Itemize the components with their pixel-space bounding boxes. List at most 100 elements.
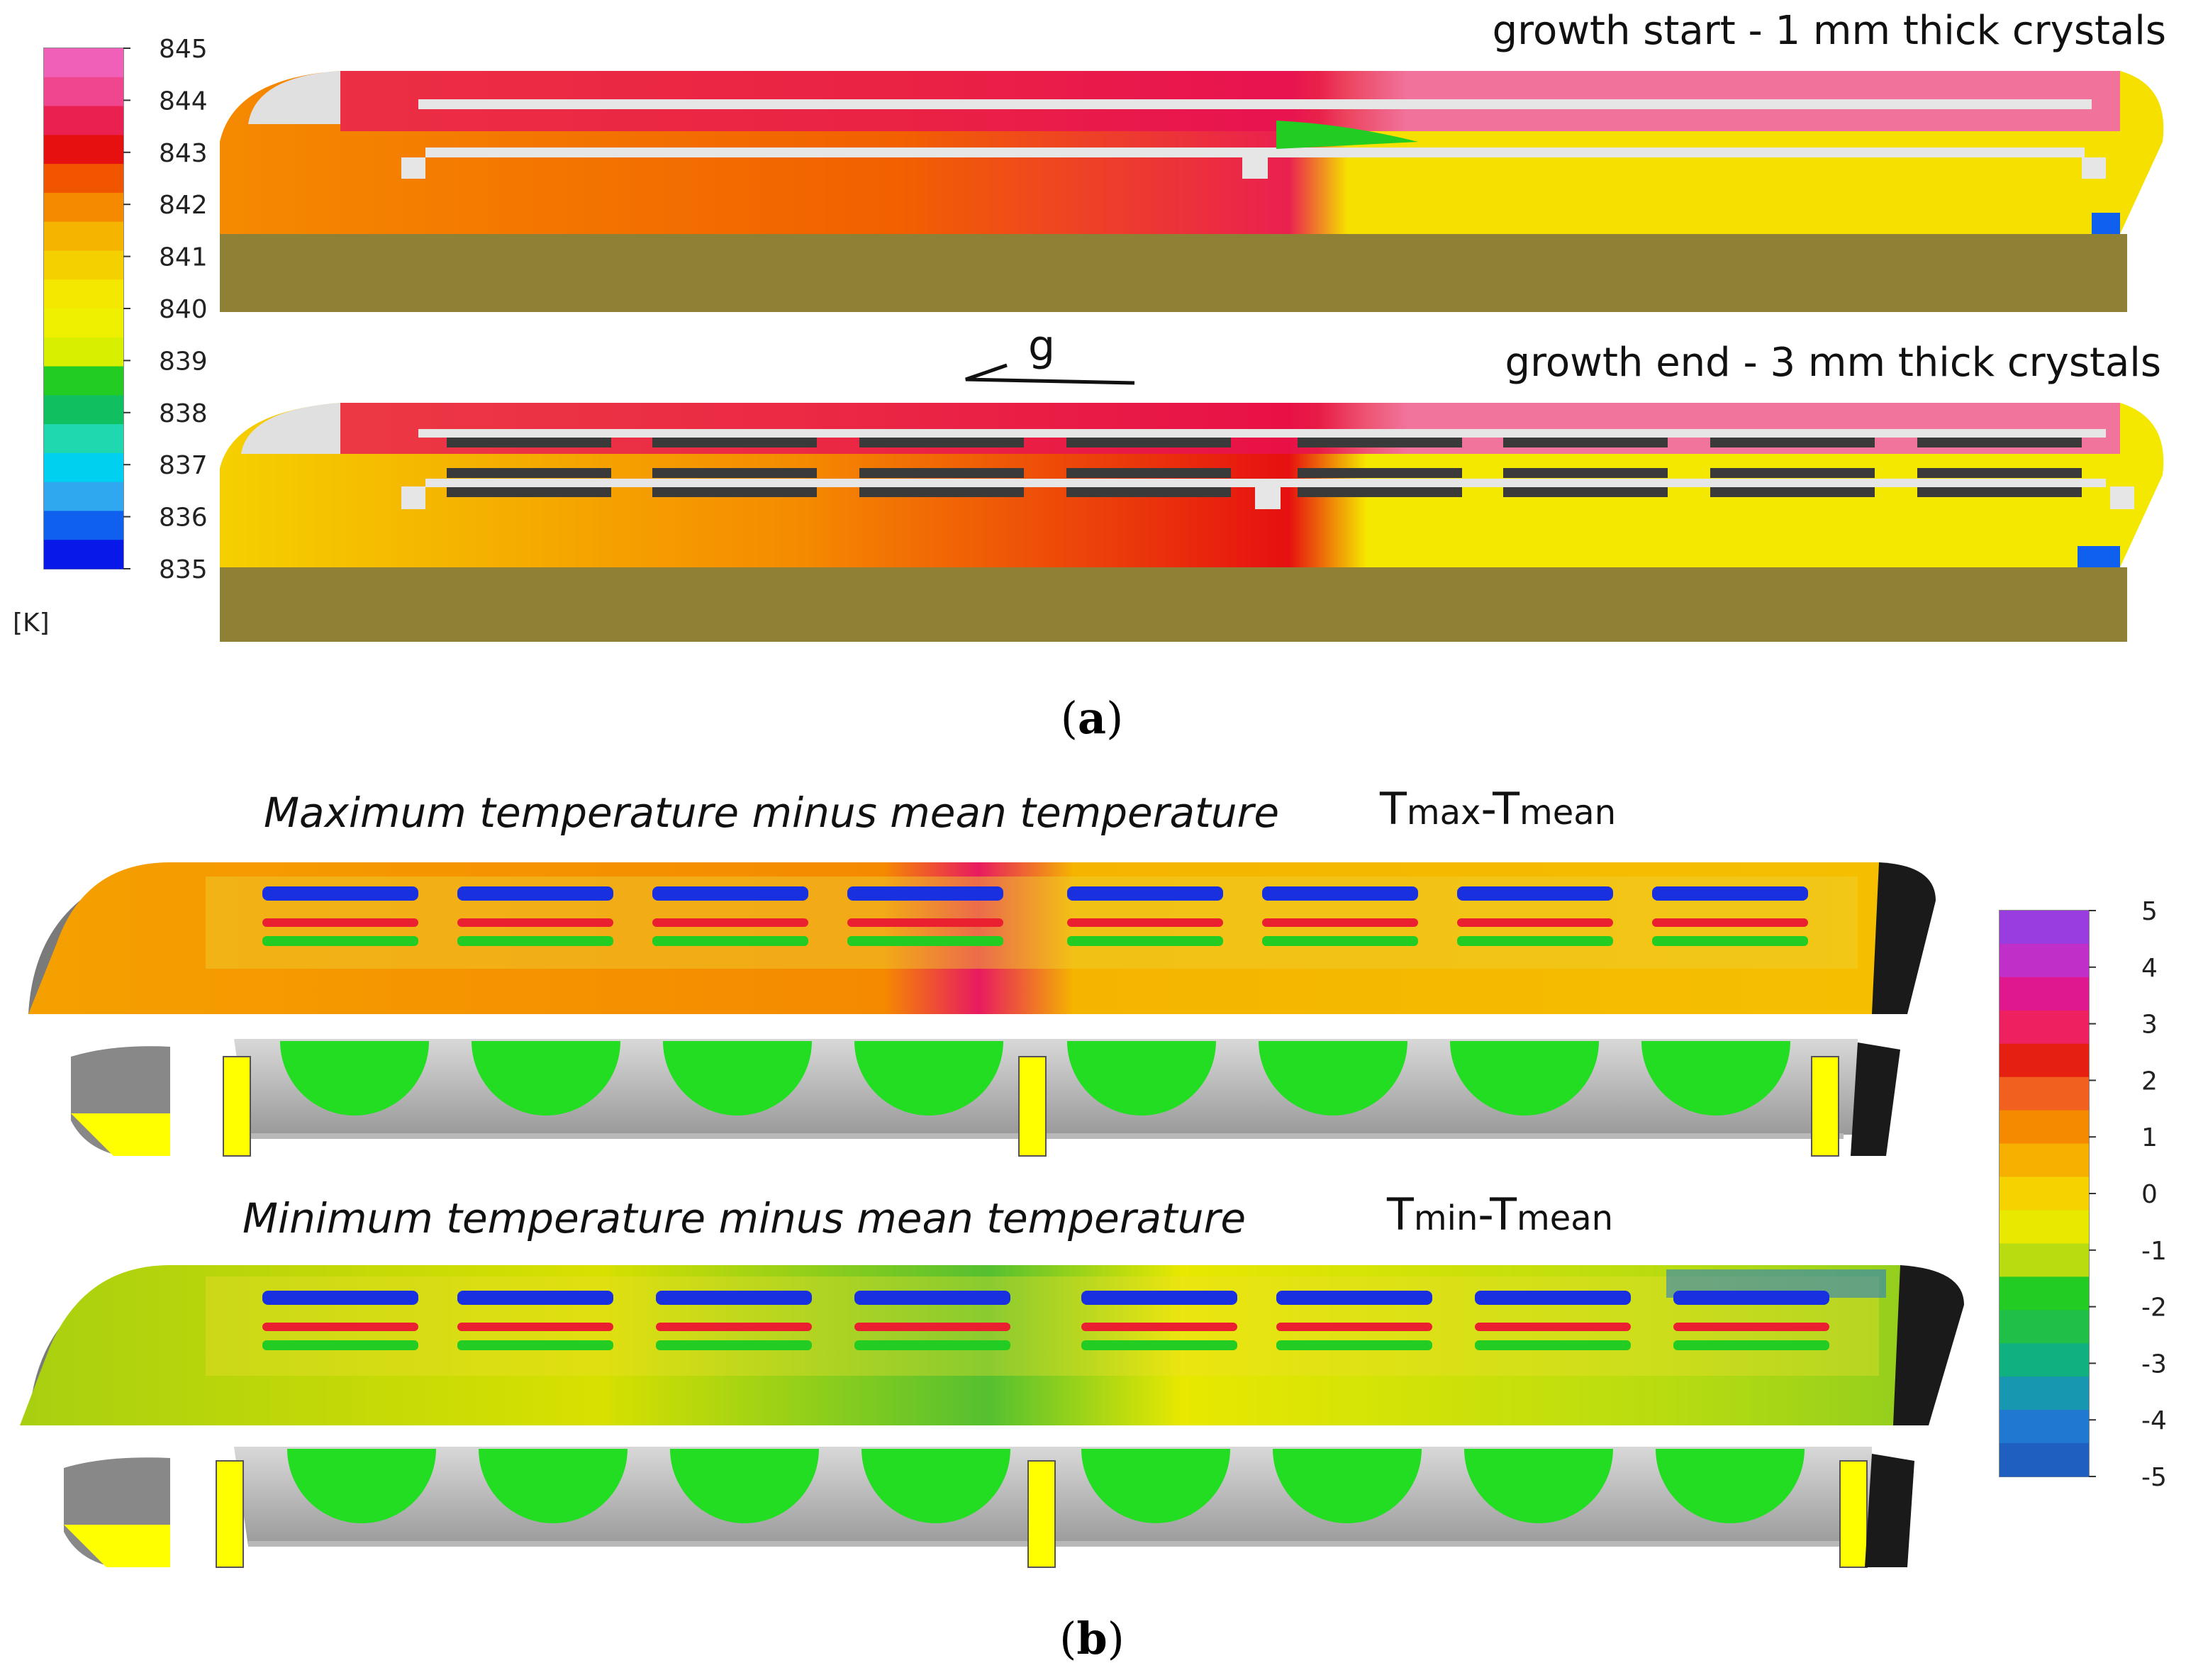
crystal-red xyxy=(262,918,418,927)
colorbar-band xyxy=(44,337,123,367)
colorbar-tick-label: 841 xyxy=(159,243,208,272)
colorbar-tick-label: -5 xyxy=(2141,1463,2167,1492)
crystal-dome xyxy=(1450,1041,1599,1116)
crystal-green xyxy=(457,936,613,946)
sim-a1-rail-mid xyxy=(425,148,2085,157)
colorbar-band xyxy=(2000,1343,2089,1377)
reactor-tmin-foot-right xyxy=(1865,1454,1914,1567)
panel-a-top-title: growth start - 1 mm thick crystals xyxy=(1493,8,2166,54)
crystal-blue xyxy=(1673,1291,1829,1305)
gravity-indicator: g xyxy=(965,321,1135,385)
crystal-red xyxy=(1457,918,1613,927)
sim-growth-end xyxy=(220,403,2164,642)
reactor-tmin-right-end xyxy=(1893,1265,1964,1425)
sim-a2-blue-tip xyxy=(2078,546,2120,567)
panel-a-bottom-title: growth end - 3 mm thick crystals xyxy=(1505,340,2161,386)
crystal-red xyxy=(1067,918,1223,927)
sim-a1-block-right xyxy=(2082,157,2106,179)
crystal-green xyxy=(262,1340,418,1350)
crystal-dome xyxy=(1259,1041,1407,1116)
crystal-blue xyxy=(1081,1291,1237,1305)
colorbar-tick-label: 843 xyxy=(159,139,208,168)
colorbar-band xyxy=(2000,977,2089,1011)
crystal-plate xyxy=(652,438,817,447)
crystal-green xyxy=(1067,936,1223,946)
crystal-red xyxy=(457,918,613,927)
sim-a2-cap-left xyxy=(241,403,340,454)
colorbar-band xyxy=(2000,943,2089,978)
crystal-red xyxy=(1475,1323,1631,1331)
colorbar-tick-label: 0 xyxy=(2141,1180,2158,1209)
crystal-dome xyxy=(861,1449,1010,1523)
gravity-arrow xyxy=(965,363,1135,385)
crystal-dome xyxy=(280,1041,429,1116)
crystal-plate xyxy=(447,438,611,447)
crystal-blue xyxy=(656,1291,812,1305)
crystal-green xyxy=(262,936,418,946)
sim-a1-green-spot xyxy=(1276,121,1418,149)
colorbar-band xyxy=(44,395,123,425)
crystal-blue xyxy=(847,886,1003,901)
crystal-plate xyxy=(1710,468,1875,478)
gravity-label: g xyxy=(1028,321,1055,371)
crystal-blue xyxy=(457,886,613,901)
colorbar-band xyxy=(44,250,123,280)
crystal-red xyxy=(854,1323,1010,1331)
crystal-green xyxy=(457,1340,613,1350)
colorbar-band xyxy=(44,192,123,223)
crystal-green xyxy=(1276,1340,1432,1350)
panel-b-top-formula: Tmax-Tmean xyxy=(1379,783,1616,835)
sim-a2-crystals xyxy=(447,438,2082,497)
crystal-dome xyxy=(1067,1041,1216,1116)
crystal-red xyxy=(656,1323,812,1331)
sim-a2-block-left xyxy=(401,486,425,509)
colorbar-tick-label: 5 xyxy=(2141,897,2158,926)
colorbar-tick-label: 4 xyxy=(2141,954,2158,983)
colorbar-band xyxy=(2000,1276,2089,1311)
sim-a1-block-mid xyxy=(1242,157,1268,179)
colorbar-band xyxy=(2000,1077,2089,1111)
colorbar-band xyxy=(2000,1176,2089,1211)
colorbar-tick-label: -3 xyxy=(2141,1350,2167,1379)
reactor-tmin-foot-yellow xyxy=(64,1525,170,1567)
crystal-dome xyxy=(670,1449,819,1523)
panel-b-top-title: Maximum temperature minus mean temperatu… xyxy=(264,789,1279,837)
colorbar-band xyxy=(44,48,123,78)
crystal-plate xyxy=(1917,487,2082,497)
colorbar-band xyxy=(44,366,123,396)
crystal-red xyxy=(652,918,808,927)
colorbar-band xyxy=(2000,1410,2089,1444)
colorbar-tick-label: -4 xyxy=(2141,1406,2167,1435)
colorbar-band xyxy=(44,482,123,511)
colorbar-band xyxy=(44,135,123,165)
crystal-red xyxy=(1081,1323,1237,1331)
sim-a2-rail-mid xyxy=(425,479,2106,487)
colorbar-band xyxy=(44,452,123,483)
crystal-plate xyxy=(1298,468,1462,478)
crystal-blue xyxy=(262,1291,418,1305)
colorbar-a-unit: [K] xyxy=(13,608,50,638)
reactor-tmin-post-right xyxy=(1839,1460,1868,1568)
crystal-green xyxy=(1262,936,1418,946)
crystal-plate xyxy=(447,468,611,478)
crystal-dome xyxy=(854,1041,1003,1116)
crystal-plate xyxy=(447,487,611,497)
colorbar-band xyxy=(44,511,123,540)
reactor-tmax-post-right xyxy=(1811,1056,1839,1157)
reactor-tmin-post-left xyxy=(216,1460,244,1568)
crystal-dome xyxy=(287,1449,436,1523)
crystal-dome xyxy=(1656,1449,1805,1523)
crystal-blue xyxy=(457,1291,613,1305)
reactor-tmax-foot-right xyxy=(1851,1042,1900,1156)
crystal-plate xyxy=(859,438,1024,447)
crystal-red xyxy=(1276,1323,1432,1331)
colorbar-a-bands xyxy=(44,48,123,569)
panel-b-bottom-formula: Tmin-Tmean xyxy=(1386,1189,1613,1240)
crystal-blue xyxy=(1276,1291,1432,1305)
crystal-plate xyxy=(1710,487,1875,497)
colorbar-tick-label: 836 xyxy=(159,504,208,533)
